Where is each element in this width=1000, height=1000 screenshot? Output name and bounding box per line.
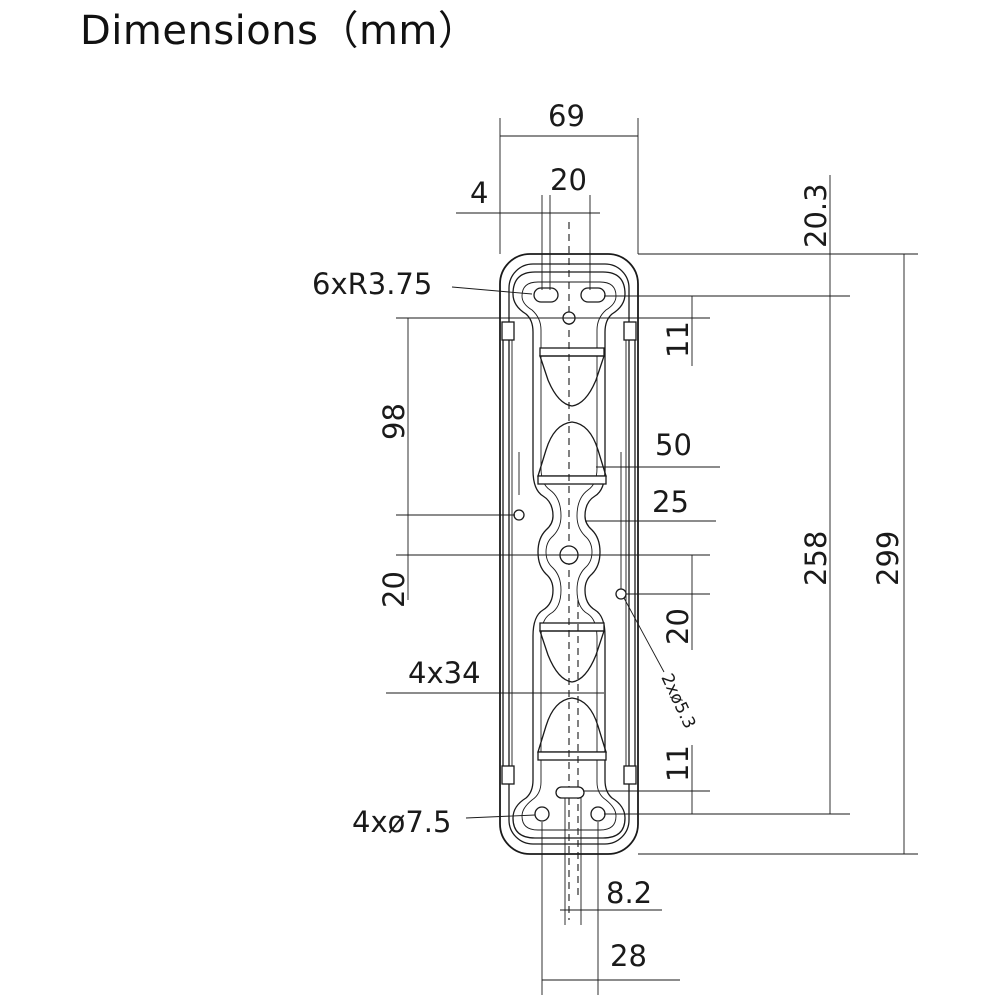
dim-bottom-hole-spacing: 28 [610,939,647,973]
dim-hook-width: 4x34 [408,656,481,690]
dim-side-holes: 2xø5.3 [656,671,699,732]
dim-slot-width: 4 [470,176,488,210]
page-title: Dimensions（mm） [80,8,479,54]
holes [513,287,627,822]
dim-top-edge-distance: 11 [661,321,695,358]
hook-cutouts [537,347,607,761]
dim-slot-spacing: 20 [550,163,587,197]
dim-overall-width: 69 [548,99,585,133]
dimension-lines [386,118,918,995]
dim-top-offset: 20.3 [799,183,833,248]
dim-middle-half: 25 [652,485,689,519]
mounting-plate [512,271,626,839]
dim-slot-radius: 6xR3.75 [312,267,432,301]
dim-hole-spacing-vertical: 258 [799,531,833,586]
dim-overall-height: 299 [871,531,905,586]
dim-upper-span: 98 [377,403,411,440]
dim-bottom-edge-distance: 11 [661,745,695,782]
dim-holes: 4xø7.5 [352,805,451,839]
dim-center-offset-right: 20 [661,608,695,645]
dim-middle-width: 50 [655,428,692,462]
dim-bottom-slot-width: 8.2 [606,876,652,910]
dim-center-offset-left: 20 [377,571,411,608]
